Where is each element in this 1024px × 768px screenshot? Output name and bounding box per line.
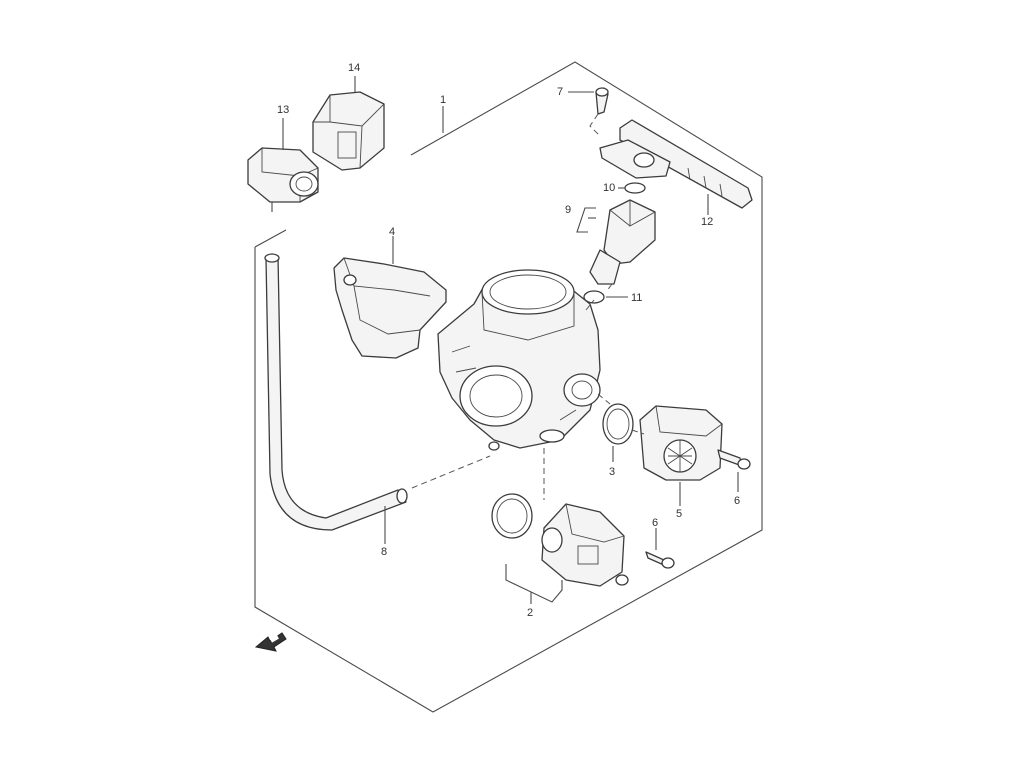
callout-13: 13 [277,104,289,116]
callout-3: 3 [609,466,615,478]
part-9-fuel-injector [576,199,656,285]
part-5-throttle-position-sensor [639,405,723,506]
part-2-idle-air-control-valve [491,493,629,604]
part-10-o-ring [618,182,646,194]
part-7-screw [568,87,609,137]
callout-8: 8 [381,546,387,558]
part-6-bolt-lower [645,528,675,569]
part-3-o-ring [602,403,634,462]
callout-labels: 1 14 13 7 10 9 12 4 11 3 5 6 6 8 2 [277,62,740,619]
part-4-cover-bracket [333,236,447,359]
callout-6-upper: 6 [734,495,740,507]
callout-2: 2 [527,607,533,619]
callout-4: 4 [389,226,395,238]
part-6-bolt-upper [717,449,751,492]
kit-boundary-outline [254,61,763,713]
front-direction-arrow-icon [254,632,287,652]
part-12-fuel-rail [599,119,753,215]
part-13-map-sensor [247,118,319,212]
callout-12: 12 [701,216,713,228]
part-14-connector-housing [312,76,385,171]
callout-7: 7 [557,86,563,98]
assembly-guide-lines [411,283,645,500]
callout-10: 10 [603,182,615,194]
callout-11: 11 [631,292,642,304]
callout-6-lower: 6 [652,517,658,529]
callout-9: 9 [565,204,571,216]
callout-5: 5 [676,508,682,520]
part-11-o-ring [583,290,628,304]
callout-14: 14 [348,62,360,74]
callout-1: 1 [440,94,446,106]
part-8-vacuum-hose [264,253,408,544]
throttle-body-assembly [437,269,601,451]
